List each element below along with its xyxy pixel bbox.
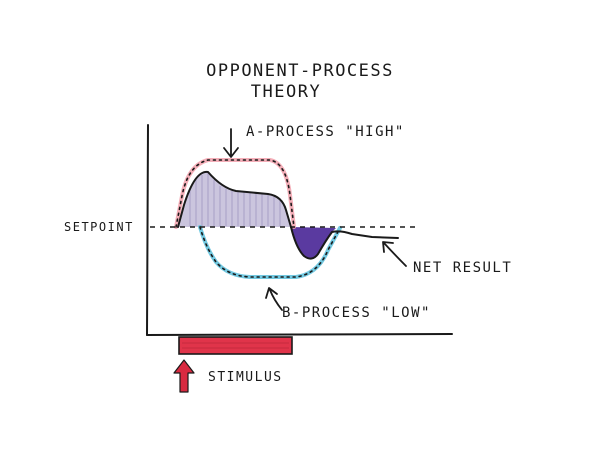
stimulus-arrow-icon [173, 359, 195, 393]
net-result-label: NET RESULT [413, 260, 512, 276]
net-positive-area [178, 171, 291, 227]
stimulus-bar [178, 336, 293, 355]
b-process-arrow [265, 287, 283, 311]
stimulus-bar-texture [182, 342, 289, 349]
net-negative-area [291, 227, 336, 259]
net-result-curve [177, 170, 399, 260]
b-process-curve [199, 226, 341, 278]
diagram-title-line1: OPPONENT-PROCESS [206, 61, 394, 81]
a-process-curve [175, 159, 295, 228]
stimulus-label: STIMULUS [208, 370, 283, 385]
a-process-arrow [223, 128, 239, 158]
setpoint-label: SETPOINT [64, 220, 134, 234]
net-positive-hatching [189, 173, 281, 226]
diagram-title-line2: THEORY [251, 82, 321, 102]
a-process-label: A-PROCESS "HIGH" [246, 124, 405, 140]
x-axis [146, 333, 453, 336]
net-result-arrow [382, 241, 407, 267]
b-process-label: B-PROCESS "LOW" [282, 305, 431, 321]
y-axis [146, 124, 149, 336]
